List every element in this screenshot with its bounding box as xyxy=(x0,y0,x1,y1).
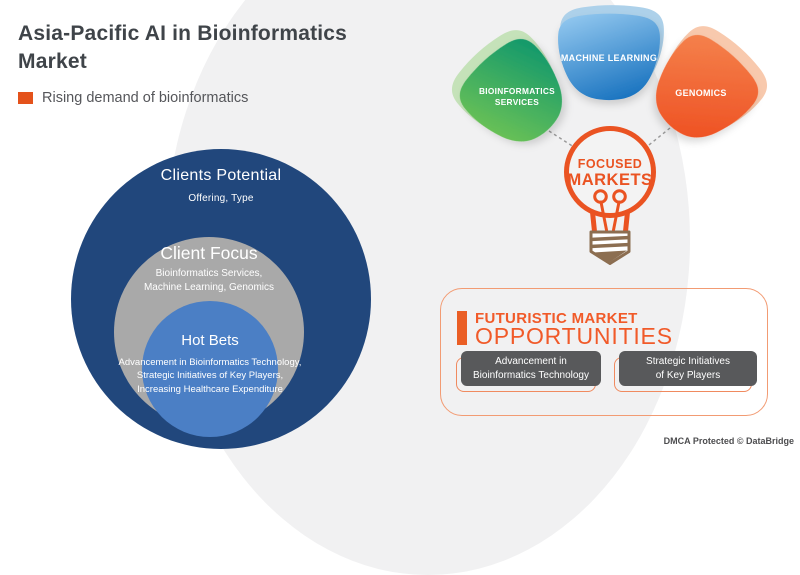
card-line-1: Strategic Initiatives xyxy=(646,356,730,368)
pick-label-line-1: BIOINFORMATICS xyxy=(479,86,555,96)
pick-label-line-1: MACHINE LEARNING xyxy=(561,53,657,63)
hot-bets-line-2: Strategic Initiatives of Key Players, xyxy=(136,370,284,382)
opportunities-heading: FUTURISTIC MARKET OPPORTUNITIES xyxy=(457,310,673,349)
pick-label-line-2: SERVICES xyxy=(495,97,539,107)
pick-machine-learning: MACHINE LEARNING xyxy=(558,5,664,101)
lightbulb-icon: FOCUSED MARKETS xyxy=(564,126,656,265)
opportunity-card-strategic: Strategic Initiatives of Key Players xyxy=(614,351,757,392)
futuristic-opportunities-panel: FUTURISTIC MARKET OPPORTUNITIES Advancem… xyxy=(440,288,768,416)
pick-label-line-1: GENOMICS xyxy=(675,88,726,98)
subtitle-row: Rising demand of bioinformatics xyxy=(18,90,418,106)
opportunities-heading-line-2: OPPORTUNITIES xyxy=(475,323,673,349)
client-focus-label: Client Focus Bioinformatics Services, Ma… xyxy=(99,243,319,294)
connector-line-right xyxy=(643,127,671,150)
inner-circle-hot-bets xyxy=(142,301,278,437)
subtitle-marker-icon xyxy=(18,92,33,104)
bulb-base-tip xyxy=(593,250,627,262)
header: Asia-Pacific AI in Bioinformatics Market… xyxy=(18,20,418,106)
card-face: Strategic Initiatives of Key Players xyxy=(619,351,757,386)
subtitle-text: Rising demand of bioinformatics xyxy=(42,90,249,106)
clients-potential-subtitle: Offering, Type xyxy=(188,193,254,204)
clients-potential-title: Clients Potential xyxy=(160,167,282,184)
card-line-2: of Key Players xyxy=(655,369,721,381)
pick-bioinformatics-services: BIOINFORMATICS SERVICES xyxy=(441,19,583,162)
page-title-line-1: Asia-Pacific AI in Bioinformatics xyxy=(18,22,348,45)
card-line-1: Advancement in xyxy=(495,356,567,368)
bulb-label-line-2: MARKETS xyxy=(567,171,652,189)
client-focus-line-2: Machine Learning, Genomics xyxy=(143,281,275,293)
hot-bets-title: Hot Bets xyxy=(181,332,239,349)
page-title-line-2: Market xyxy=(18,50,87,73)
bulb-glass xyxy=(564,126,656,218)
dmca-notice: DMCA Protected © DataBridge xyxy=(663,436,794,446)
card-line-2: Bioinformatics Technology xyxy=(473,369,589,381)
hot-bets-lines: Advancement in Bioinformatics Technology… xyxy=(112,356,308,396)
pick-genomics: GENOMICS xyxy=(635,15,770,158)
client-focus-title: Client Focus xyxy=(160,243,258,263)
focused-markets-graphic: BIOINFORMATICS SERVICES MACHINE LEARNING… xyxy=(441,5,770,265)
card-face: Advancement in Bioinformatics Technology xyxy=(461,351,601,386)
hot-bets-line-3: Increasing Healthcare Expenditure xyxy=(137,383,283,395)
heading-accent-bar xyxy=(457,311,467,345)
client-focus-lines: Bioinformatics Services, Machine Learnin… xyxy=(99,267,319,294)
clients-potential-label: Clients Potential Offering, Type xyxy=(86,167,356,204)
opportunity-card-advancement: Advancement in Bioinformatics Technology xyxy=(456,351,601,392)
bulb-label-line-1: FOCUSED xyxy=(578,157,643,171)
hot-bets-line-1: Advancement in Bioinformatics Technology… xyxy=(118,357,302,368)
hot-bets-label: Hot Bets Advancement in Bioinformatics T… xyxy=(112,332,308,396)
opportunities-heading-line-1: FUTURISTIC MARKET xyxy=(475,310,638,327)
page-title: Asia-Pacific AI in Bioinformatics Market xyxy=(18,20,418,76)
client-focus-line-1: Bioinformatics Services, xyxy=(155,268,263,279)
